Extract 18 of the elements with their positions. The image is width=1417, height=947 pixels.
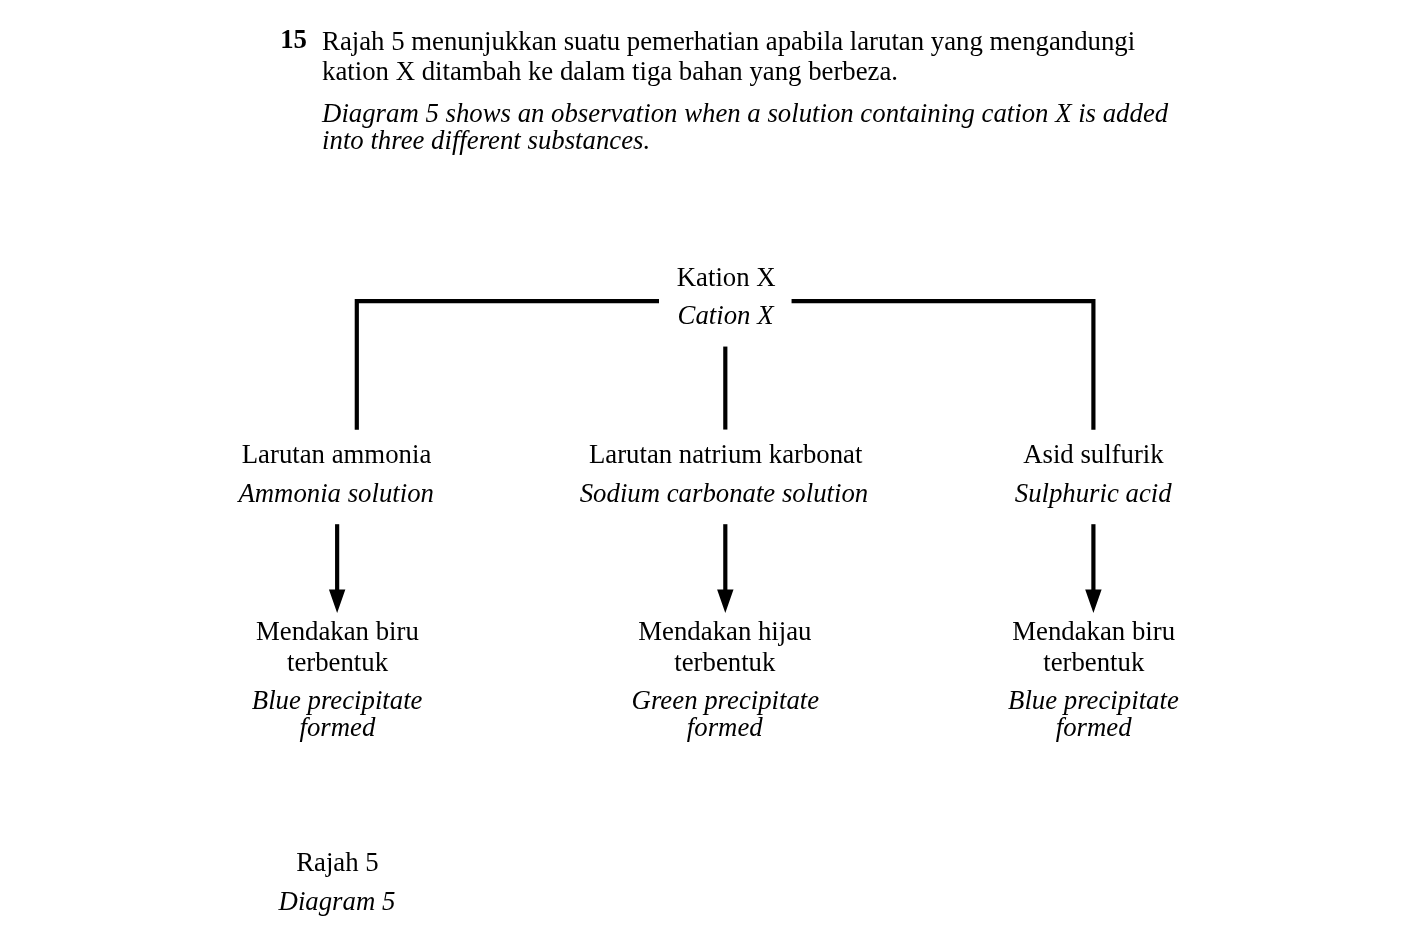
node-text: Asid sulfurik Sulphuric acid xyxy=(1014,439,1172,508)
label: Rajah 5 xyxy=(295,847,379,878)
label: Rajah 5 menunjukkan suatu pemerhatian apabila larutan yang mengandungi kation X ditambah ke dalam tiga bahan yang berbeza. xyxy=(321,25,1135,86)
node-text: Mendakan biru terbentuk Blue precipitate formed xyxy=(1007,616,1179,742)
arrow xyxy=(328,524,345,614)
node-text: Mendakan biru terbentuk Blue precipitate formed xyxy=(251,616,423,742)
connector xyxy=(722,346,727,430)
label: Diagram 5 xyxy=(278,885,395,916)
node-text: Larutan ammonia Ammonia solution xyxy=(237,439,434,508)
arrow xyxy=(716,524,734,614)
arrow xyxy=(1084,524,1102,614)
node-text: Larutan natrium karbonat Sodium carbonate solution xyxy=(579,439,868,508)
node-text: Kation X Cation X xyxy=(676,261,776,331)
connector xyxy=(791,299,1095,430)
label: Diagram 5 shows an observation when a solution containing cation X is added into three different substances. xyxy=(321,97,1168,155)
connector xyxy=(354,299,659,430)
label: 15 xyxy=(279,24,307,55)
node-text: Mendakan hijau terbentuk Green precipitate formed xyxy=(631,616,819,742)
